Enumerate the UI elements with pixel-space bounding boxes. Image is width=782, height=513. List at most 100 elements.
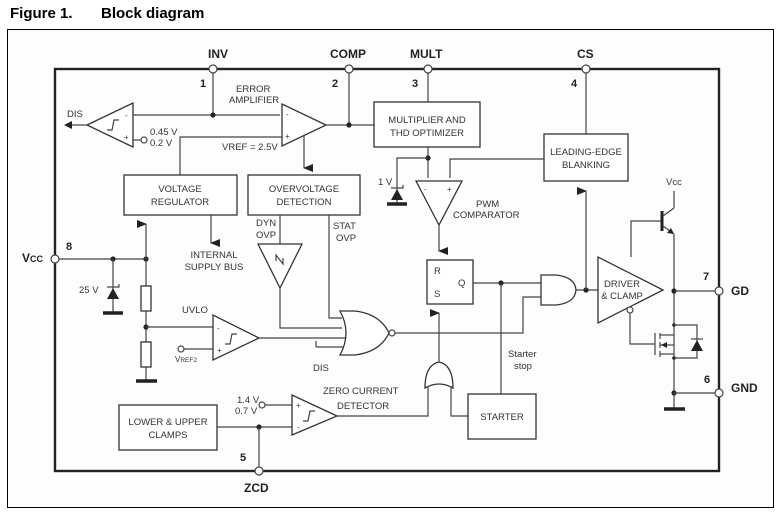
figure-title: Figure 1.Block diagram [10,5,204,22]
svg-text:-: - [424,185,427,194]
uvlo-comparator: UVLO - + VREF2 [146,305,345,364]
svg-text:+: + [296,401,301,410]
pin-vcc-number: 8 [66,241,72,253]
output-stage: Vcc [654,177,719,411]
multiplier-block: MULTIPLIER AND THD OPTIMIZER [373,101,481,178]
svg-text:OVP: OVP [336,233,356,244]
svg-text:MULTIPLIER AND: MULTIPLIER AND [388,115,466,126]
dis-comparator: - + DIS 0.45 V 0.2 V [64,101,280,149]
zener-1v-icon [391,189,403,200]
nor-gate: DIS [313,296,541,374]
pin-gd-label: GD [731,284,749,298]
svg-text:-: - [286,110,289,119]
zero-current-detector: + - ZERO CURRENT DETECTOR 1.4 V 0.7 V [217,386,399,436]
or-gate [337,309,468,417]
leading-edge-blanking-block: LEADING-EDGE BLANKING [449,133,629,182]
svg-text:stop: stop [514,361,532,372]
svg-text:BLANKING: BLANKING [562,160,610,171]
pin-zcd-terminal [254,466,264,476]
svg-text:SUPPLY BUS: SUPPLY BUS [185,262,244,273]
pin-cs: CS 4 [571,47,594,134]
svg-text:25 V: 25 V [79,285,99,296]
svg-text:+: + [217,346,222,355]
diode-icon [691,340,703,351]
pin-zcd-number: 5 [240,452,246,464]
pin-zcd-label: ZCD [244,481,269,495]
pin-comp-terminal [344,64,354,74]
svg-text:R: R [434,266,441,277]
svg-text:Starter: Starter [508,349,537,360]
svg-text:-: - [125,111,128,120]
hysteresis-icon [303,410,315,422]
svg-text:DETECTOR: DETECTOR [337,401,389,412]
dis-input-label: DIS [313,363,329,374]
arrow-left-icon [64,121,72,129]
hysteresis-icon [225,333,237,345]
svg-text:COMPARATOR: COMPARATOR [453,210,520,221]
svg-text:Q: Q [458,278,465,289]
svg-text:-: - [297,423,300,432]
svg-text:OVP: OVP [256,230,276,241]
pin-mult-terminal [423,64,433,74]
vref-label: VREF = 2.5V [222,142,278,153]
lower-upper-clamps-block: LOWER & UPPER CLAMPS [118,404,218,451]
pin-cs-terminal [581,64,591,74]
hysteresis-icon [275,253,284,266]
svg-text:ZERO CURRENT: ZERO CURRENT [323,386,399,397]
svg-text:INTERNAL: INTERNAL [191,250,238,261]
pin-gnd-label: GND [731,381,758,395]
pin-comp-number: 2 [332,78,338,90]
pin-zcd: 5 ZCD [240,427,269,495]
resistor-icon [140,285,152,312]
svg-text:& CLAMP: & CLAMP [601,291,643,302]
pwm-comparator: - + PWM COMPARATOR 1 V [378,157,520,255]
svg-text:0.7 V: 0.7 V [235,406,258,417]
pin-gnd: 6 GND [704,374,758,398]
svg-text:+: + [285,132,290,141]
svg-text:STAT: STAT [333,221,356,232]
svg-text:REGULATOR: REGULATOR [151,197,209,208]
svg-text:DRIVER: DRIVER [604,279,640,290]
svg-text:1.4 V: 1.4 V [237,395,260,406]
pin-gnd-terminal [714,388,724,398]
pin-vcc-terminal [50,254,60,264]
error-amplifier: ERROR AMPLIFIER - + VREF = 2.5V [179,84,374,175]
svg-text:DYN: DYN [256,218,276,229]
pin-mult-number: 3 [412,78,418,90]
pin-inv: INV 1 [200,47,228,115]
svg-text:0.45 V: 0.45 V [150,127,178,138]
svg-text:LEADING-EDGE: LEADING-EDGE [550,147,622,158]
starter-block: STARTER [467,393,537,440]
pin-vcc: VCC 8 25 V [22,220,157,383]
svg-text:STARTER: STARTER [480,412,524,423]
svg-text:PWM: PWM [476,199,499,210]
resistor-icon [140,341,152,368]
zener-25v-icon [107,288,119,299]
svg-text:AMPLIFIER: AMPLIFIER [229,95,279,106]
pin-gd-number: 7 [703,271,709,283]
svg-text:LOWER & UPPER: LOWER & UPPER [128,417,207,428]
driver-clamp: DRIVER & CLAMP [597,220,665,345]
rs-flipflop: R S Q Starter stop [426,259,541,417]
pin-comp: COMP 2 [330,47,366,125]
svg-text:+: + [447,185,452,194]
pin-cs-number: 4 [571,78,578,90]
pin-gd-terminal [714,286,724,296]
svg-text:S: S [434,289,440,300]
pin-comp-label: COMP [330,47,366,61]
svg-text:+: + [124,133,129,142]
svg-text:UVLO: UVLO [182,305,208,316]
svg-text:1 V: 1 V [378,177,393,188]
dis-output-label: DIS [67,109,83,120]
pin-gd: 7 GD [703,271,749,298]
pin-inv-number: 1 [200,78,206,90]
figure-number: Figure 1. [10,5,73,22]
and-gate [540,187,598,306]
voltage-regulator-block: VOLTAGE REGULATOR INTERNAL SUPPLY BUS [123,174,244,273]
svg-text:0.2 V: 0.2 V [150,138,173,149]
svg-text:THD OPTIMIZER: THD OPTIMIZER [390,128,464,139]
ic-outline [53,67,721,473]
svg-text:OVERVOLTAGE: OVERVOLTAGE [269,184,339,195]
svg-text:ERROR: ERROR [236,84,270,95]
